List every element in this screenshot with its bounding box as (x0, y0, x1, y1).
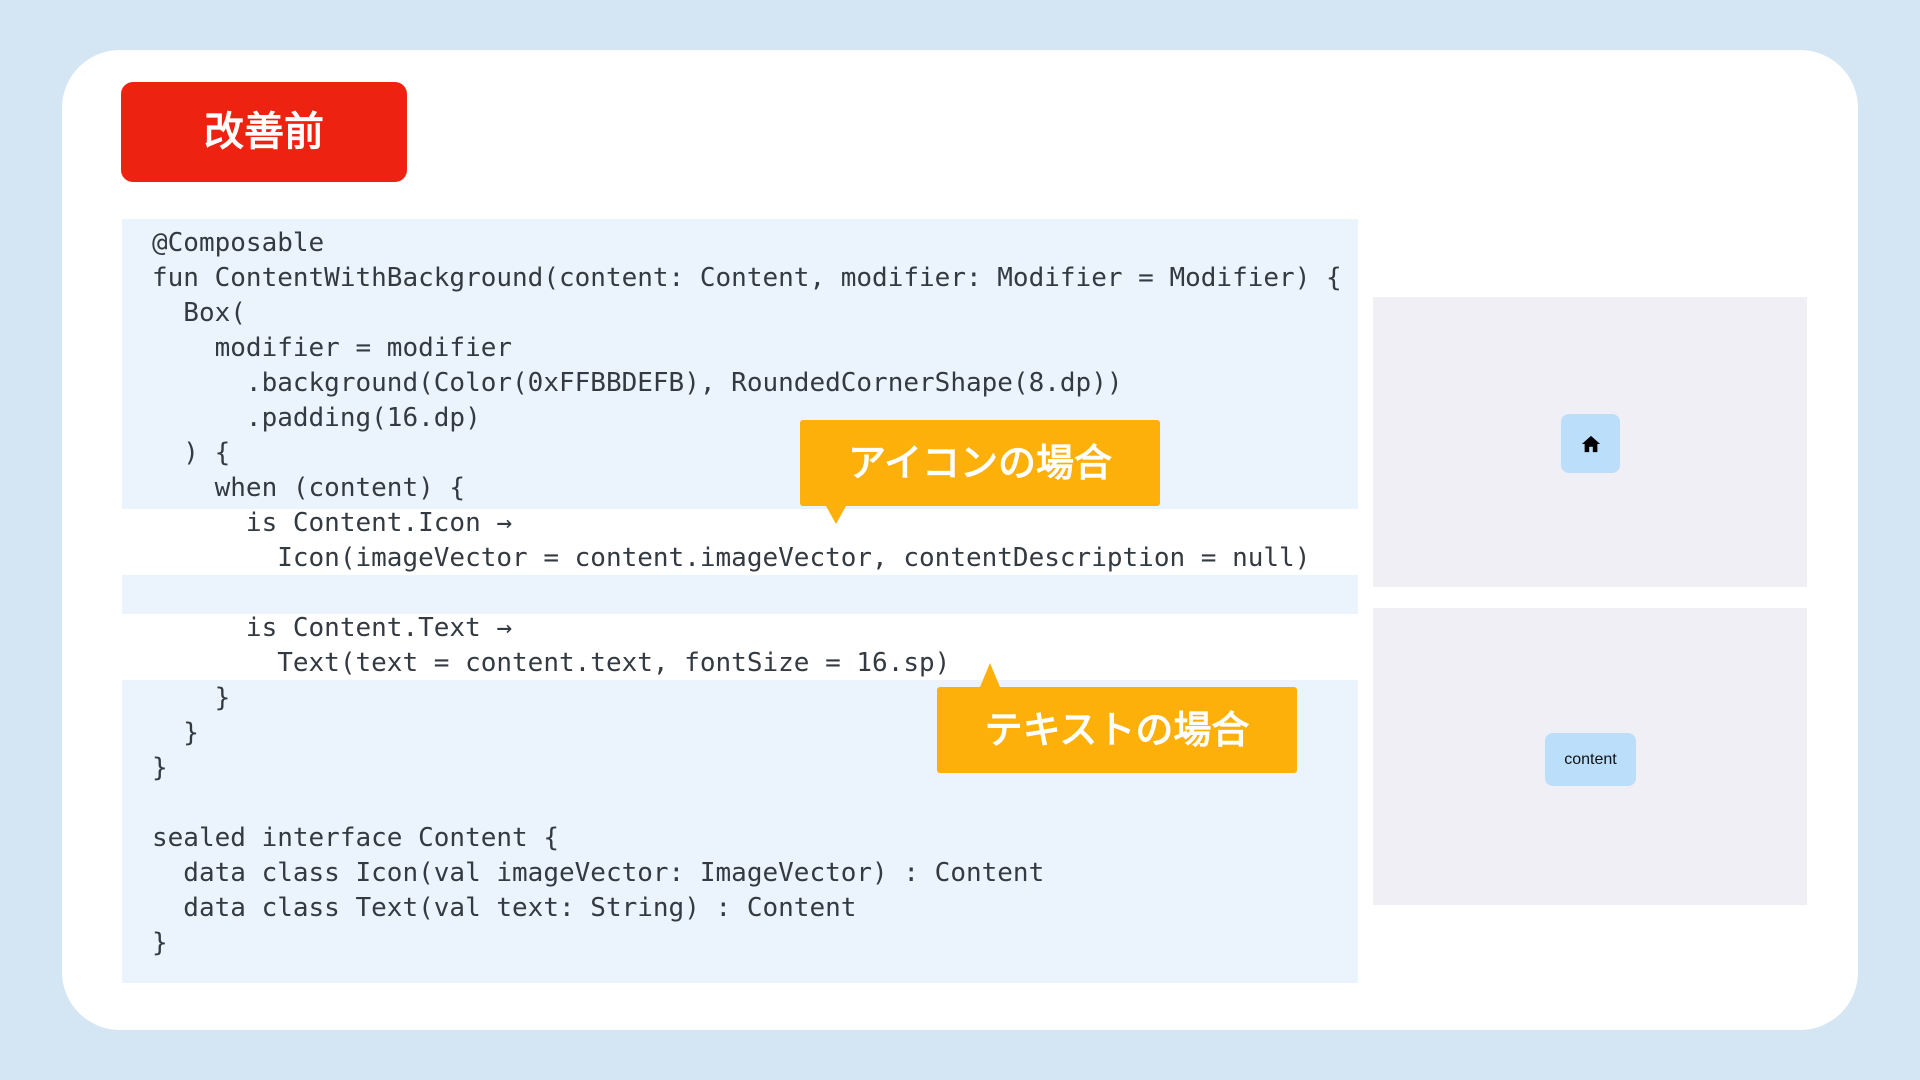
code-line: } (152, 753, 168, 783)
code-block: @Composable fun ContentWithBackground(con… (152, 226, 1342, 961)
code-highlight-text-case (122, 614, 1358, 680)
code-line: when (content) { (152, 473, 466, 503)
code-line: is Content.Text → (152, 613, 513, 643)
icon-preview-chip (1561, 414, 1620, 473)
code-line: data class Text(val text: String) : Cont… (152, 893, 857, 923)
code-line: is Content.Icon → (152, 508, 513, 538)
code-line: } (152, 718, 199, 748)
code-line: fun ContentWithBackground(content: Conte… (152, 263, 1342, 293)
code-line: } (152, 928, 168, 958)
code-line: } (152, 683, 231, 713)
code-line: ) { (152, 438, 231, 468)
code-line: .padding(16.dp) (152, 403, 481, 433)
code-highlight-icon-case (122, 509, 1358, 575)
before-badge: 改善前 (121, 82, 407, 182)
code-line: data class Icon(val imageVector: ImageVe… (152, 858, 1045, 888)
code-line: modifier = modifier (152, 333, 513, 363)
callout-text-case: テキストの場合 (937, 663, 1297, 773)
code-line: .background(Color(0xFFBBDEFB), RoundedCo… (152, 368, 1123, 398)
code-line: Box( (152, 298, 246, 328)
code-line: @Composable (152, 228, 325, 258)
code-line (152, 786, 1342, 821)
code-line: Text(text = content.text, fontSize = 16.… (152, 648, 951, 678)
callout-icon-case: アイコンの場合 (800, 420, 1160, 524)
code-block-background (122, 219, 1358, 983)
code-line (152, 576, 1342, 611)
code-line: Icon(imageVector = content.imageVector, … (152, 543, 1311, 573)
text-preview-chip: content (1545, 733, 1636, 786)
home-icon (1581, 435, 1600, 452)
code-line: sealed interface Content { (152, 823, 559, 853)
